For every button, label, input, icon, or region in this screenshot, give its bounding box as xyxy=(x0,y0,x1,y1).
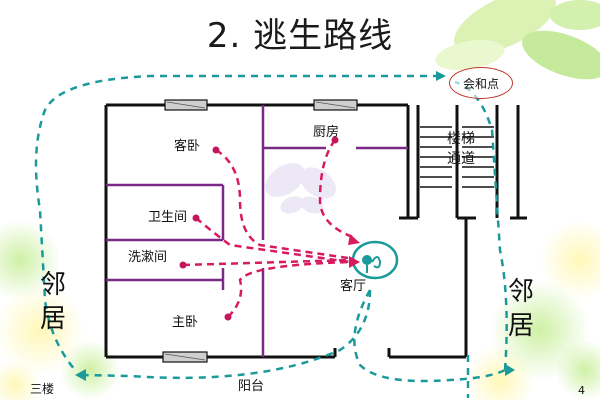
room-label-living-room: 客厅 xyxy=(340,279,367,294)
stairs-label-line2: 通道 xyxy=(447,151,475,167)
escape-start-points xyxy=(179,136,339,321)
neighbor-label-right: 邻 居 xyxy=(508,277,535,341)
leaf-decoration-top-right xyxy=(435,0,600,80)
stairs-label-line1: 楼梯 xyxy=(447,131,475,147)
butterfly-watermark xyxy=(265,162,337,214)
indoor-escape-paths xyxy=(182,139,356,318)
outer-walls xyxy=(104,103,527,359)
room-label-guest-bedroom: 客卧 xyxy=(174,139,201,154)
room-label-balcony: 阳台 xyxy=(238,379,265,394)
meeting-point-label: 会和点 xyxy=(462,76,499,91)
meeting-point-badge: 会和点 xyxy=(449,67,513,99)
slide-title: 2. 逃生路线 xyxy=(206,16,394,56)
person-marker xyxy=(351,240,399,280)
room-label-master-bedroom: 主卧 xyxy=(172,315,199,330)
windows xyxy=(162,99,358,363)
room-label-bathroom: 卫生间 xyxy=(148,210,188,225)
evacuation-arrowheads xyxy=(75,71,515,381)
page-number: 4 xyxy=(578,384,585,397)
escape-arrowheads xyxy=(348,234,360,268)
floor-label: 三楼 xyxy=(30,382,55,396)
evacuation-route xyxy=(34,74,508,398)
neighbor-label-left: 邻 居 xyxy=(40,270,67,334)
room-label-washroom: 洗漱间 xyxy=(128,250,168,265)
interior-walls xyxy=(106,105,408,357)
room-label-kitchen: 厨房 xyxy=(313,125,340,140)
stair-steps xyxy=(420,126,494,188)
